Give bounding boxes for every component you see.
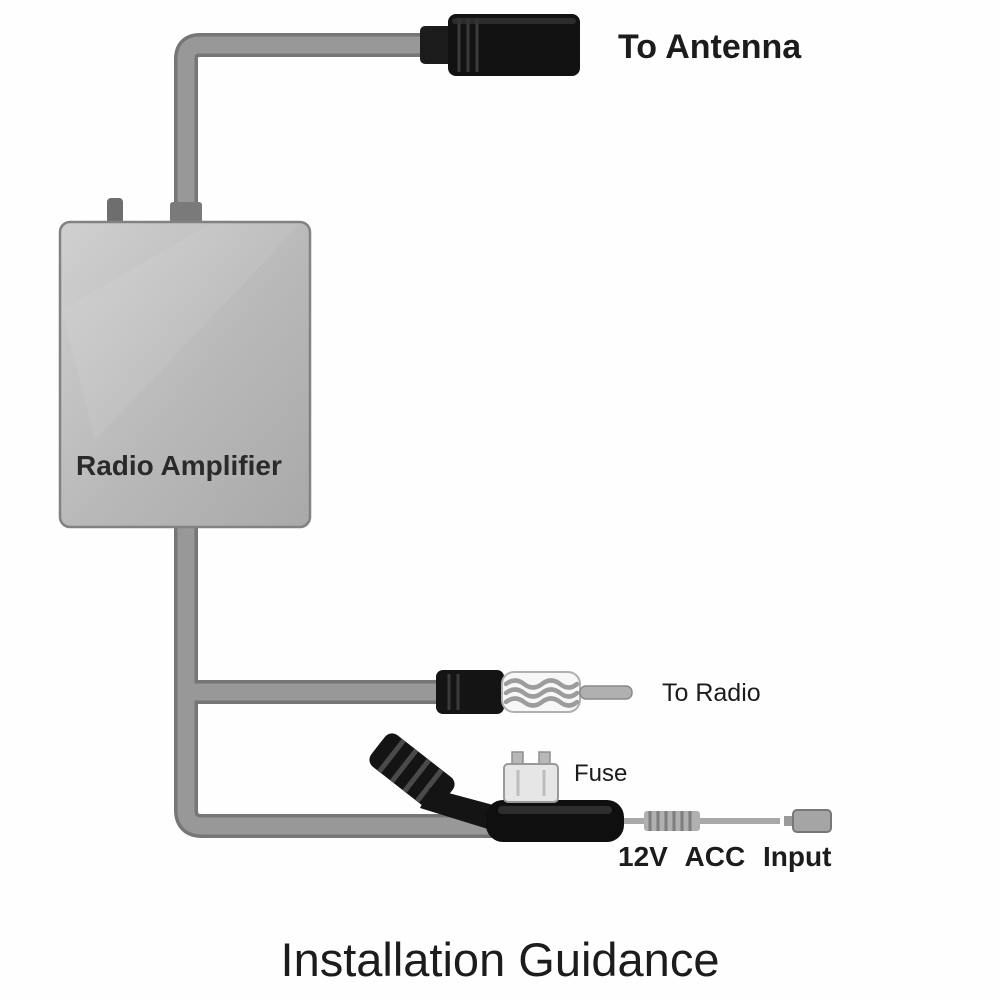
power-wire: [624, 811, 780, 831]
to-antenna-label: To Antenna: [618, 28, 802, 66]
fuse: [503, 751, 559, 803]
power-end-connector: [784, 809, 832, 833]
amplifier-label: Radio Amplifier: [76, 450, 282, 481]
cable-entry-collar: [170, 202, 202, 224]
antenna-cable: [177, 36, 440, 218]
power-input-label: 12V ACC Input: [618, 841, 831, 872]
fuse-holder: [486, 800, 624, 842]
antenna-connector: [420, 14, 580, 76]
amplifier-box: Radio Amplifier: [58, 198, 312, 529]
radio-plug: [436, 670, 633, 714]
amplifier-antenna-stub: [107, 198, 123, 224]
diagram-title: Installation Guidance: [281, 933, 720, 986]
fuse-label: Fuse: [574, 760, 627, 787]
to-radio-label: To Radio: [662, 679, 761, 707]
radio-plug-spring: [501, 671, 581, 713]
power-cable: [177, 524, 498, 835]
radio-plug-pin: [579, 685, 633, 700]
